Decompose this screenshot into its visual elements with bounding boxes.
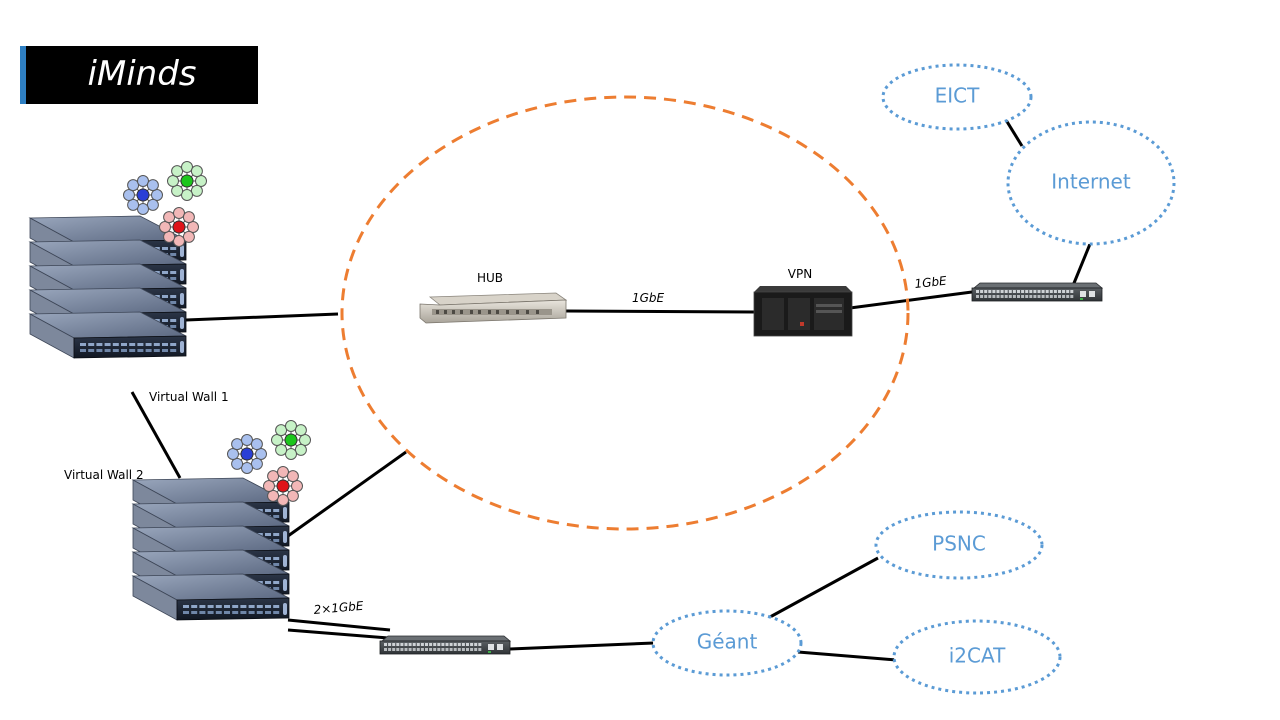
server-unit	[131, 573, 290, 621]
red-node-cluster	[263, 466, 303, 506]
cloud-geant	[651, 609, 803, 677]
geant-switch	[379, 635, 512, 655]
link-wall2-switch-b	[287, 628, 389, 640]
cloud-psnc	[874, 510, 1044, 580]
server-unit	[28, 311, 187, 359]
cloud-psnc-label: PSNC	[932, 532, 986, 556]
link-geant-psnc	[769, 556, 879, 619]
link-wall2-switch-a	[287, 618, 391, 632]
title-banner: iMinds	[20, 46, 258, 104]
link-vpn-switch-label: 1GbE	[914, 274, 948, 291]
virtual-wall-2-server-stack	[131, 477, 290, 621]
green-node-cluster	[271, 420, 311, 460]
hub-ring	[340, 95, 910, 531]
link-hub-vpn	[565, 309, 755, 314]
cloud-geant-label: Géant	[697, 630, 758, 654]
virtual-wall-1-node-clusters	[123, 161, 207, 247]
virtual-wall-2-node-clusters	[227, 420, 311, 506]
vpn-device	[753, 286, 853, 337]
blue-node-cluster	[227, 434, 267, 474]
link-switch-internet	[1070, 243, 1092, 289]
virtual-wall-1-server-stack	[28, 215, 187, 359]
cloud-internet	[1006, 120, 1176, 246]
link-geant-i2cat	[797, 650, 897, 662]
virtual-wall-1-label: Virtual Wall 1	[149, 390, 229, 404]
green-node-cluster	[167, 161, 207, 201]
link-hub-vpn-label: 1GbE	[632, 291, 665, 305]
link-wall1-ring	[185, 312, 339, 322]
hub-label: HUB	[477, 271, 503, 285]
link-wall2-ring	[287, 450, 407, 538]
link-switch-geant	[509, 641, 655, 651]
red-node-cluster	[159, 207, 199, 247]
virtual-wall-2-label: Virtual Wall 2	[64, 468, 144, 482]
link-wall1-wall2	[130, 391, 182, 479]
hub-device	[419, 292, 568, 324]
links	[130, 119, 1092, 662]
cloud-i2cat-label: i2CAT	[949, 644, 1006, 668]
cloud-i2cat	[892, 619, 1062, 695]
link-eict-internet	[1004, 119, 1024, 147]
cloud-internet-label: Internet	[1051, 170, 1131, 194]
title-text: iMinds	[87, 54, 197, 94]
link-vpn-switch	[849, 290, 973, 310]
link-wall2-switch-label: 2×1GbE	[313, 599, 364, 617]
cloud-eict	[881, 63, 1033, 131]
cloud-eict-label: EICT	[935, 84, 981, 108]
blue-node-cluster	[123, 175, 163, 215]
vpn-label: VPN	[788, 267, 812, 281]
internet-switch	[971, 282, 1104, 302]
clouds	[651, 63, 1176, 695]
